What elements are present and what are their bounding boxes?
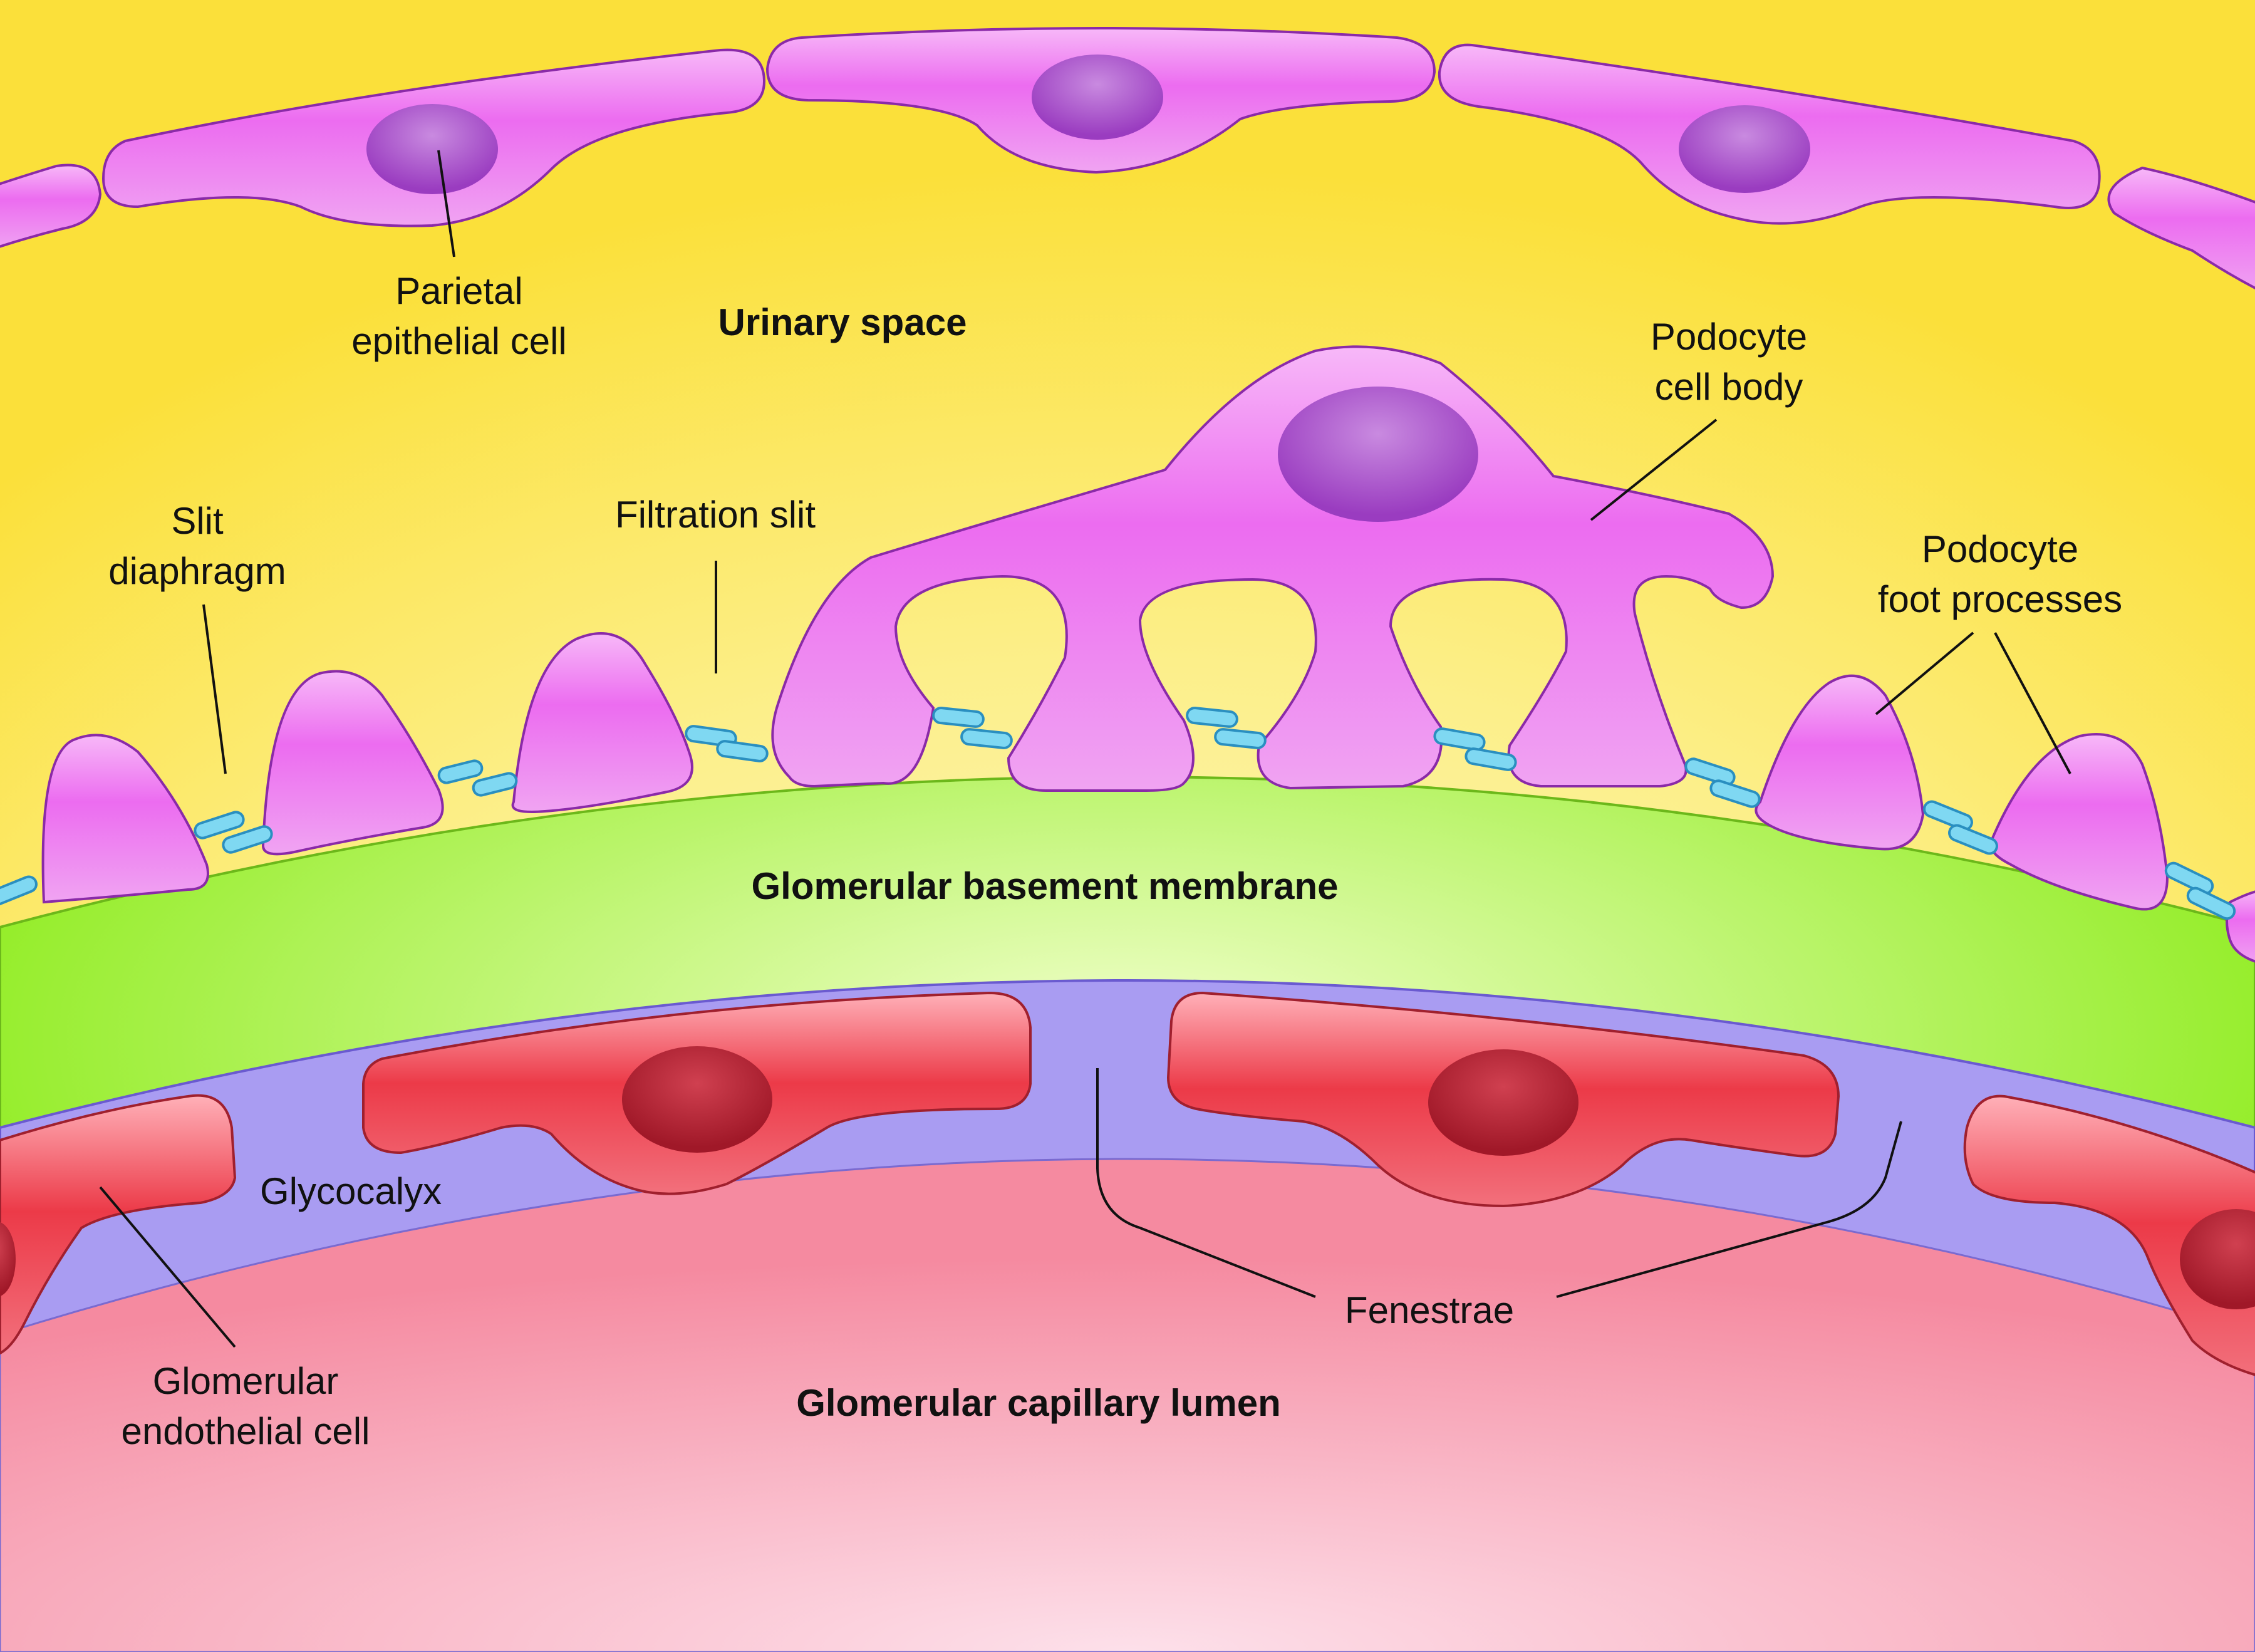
leader-foot-process-a bbox=[1875, 631, 1974, 715]
slit-diaphragm-4b bbox=[960, 728, 1013, 749]
slit-diaphragm-2b bbox=[472, 772, 518, 797]
parietal-cell-right bbox=[2107, 166, 2255, 289]
label-podocyte-body-line2: cell body bbox=[1655, 366, 1803, 408]
label-podocyte-body-line1: Podocyte bbox=[1651, 316, 1807, 358]
slit-diaphragm-7b bbox=[1709, 779, 1761, 808]
label-foot-processes-line1: Podocyte bbox=[1922, 528, 2078, 570]
leader-slit-diaphragm bbox=[202, 604, 227, 774]
label-fenestrae: Fenestrae bbox=[1345, 1289, 1514, 1331]
podocyte-nucleus bbox=[1278, 387, 1478, 522]
parietal-nucleus-1 bbox=[366, 104, 498, 194]
foot-processes bbox=[41, 632, 2255, 963]
foot-process-4 bbox=[1755, 674, 1925, 851]
endothelial-nucleus-2 bbox=[1428, 1049, 1578, 1156]
endothelial-nucleus-1 bbox=[622, 1046, 772, 1153]
label-filtration-slit: Filtration slit bbox=[615, 494, 816, 536]
label-foot-processes-line2: foot processes bbox=[1878, 578, 2122, 620]
slit-diaphragm-4 bbox=[932, 707, 985, 728]
leader-foot-process-b bbox=[1994, 632, 2071, 774]
foot-process-2 bbox=[261, 670, 444, 856]
label-slit-line2: diaphragm bbox=[108, 550, 286, 592]
podocyte bbox=[771, 345, 1775, 792]
slit-diaphragm-8 bbox=[1923, 800, 1973, 831]
slit-diaphragm-3b bbox=[716, 740, 769, 762]
leader-podocyte-body bbox=[1590, 418, 1718, 521]
slit-diaphragm-2 bbox=[437, 759, 484, 784]
leader-lines bbox=[99, 150, 2071, 1348]
foot-process-5 bbox=[1989, 733, 2169, 911]
slit-diaphragm-6 bbox=[1433, 727, 1486, 751]
label-parietal-line2: epithelial cell bbox=[351, 320, 567, 362]
slit-diaphragm-1 bbox=[194, 811, 245, 839]
parietal-cell-left bbox=[0, 164, 102, 248]
slit-diaphragm-8b bbox=[1948, 824, 1998, 855]
endothelial-nucleus-right bbox=[2180, 1209, 2255, 1309]
foot-process-1 bbox=[41, 734, 209, 904]
podocyte-cell-body bbox=[771, 345, 1775, 792]
endothelial-cell-left bbox=[0, 1094, 237, 1355]
leader-fenestrae-b bbox=[1556, 1121, 1902, 1298]
parietal-nucleus-3 bbox=[1679, 105, 1810, 193]
leader-parietal bbox=[437, 150, 455, 257]
label-endothelial-line2: endothelial cell bbox=[122, 1410, 370, 1452]
foot-process-3 bbox=[511, 632, 693, 813]
slit-diaphragm-5b bbox=[1214, 728, 1267, 749]
label-gbm: Glomerular basement membrane bbox=[751, 865, 1338, 907]
slit-diaphragm-9b bbox=[2186, 886, 2236, 920]
parietal-epithelial-layer bbox=[0, 27, 2255, 289]
endothelial-layer bbox=[0, 991, 2255, 1376]
slit-diaphragm-0 bbox=[0, 875, 38, 907]
label-slit-line1: Slit bbox=[171, 500, 224, 542]
label-glycocalyx: Glycocalyx bbox=[260, 1170, 442, 1212]
labels: Urinary space Glomerular basement membra… bbox=[108, 270, 2122, 1452]
slit-diaphragm-5 bbox=[1186, 707, 1238, 728]
slit-diaphragm-7 bbox=[1684, 757, 1736, 786]
slit-diaphragms bbox=[0, 707, 2236, 920]
label-parietal-line1: Parietal bbox=[395, 270, 522, 312]
label-urinary-space: Urinary space bbox=[718, 301, 967, 343]
label-endothelial-line1: Glomerular bbox=[153, 1360, 339, 1402]
leader-endothelial bbox=[99, 1186, 236, 1348]
label-capillary-lumen: Glomerular capillary lumen bbox=[796, 1382, 1281, 1424]
leader-fenestrae-a bbox=[1096, 1068, 1316, 1298]
slit-diaphragm-9 bbox=[2164, 861, 2214, 895]
slit-diaphragm-1b bbox=[222, 825, 273, 854]
parietal-nucleus-2 bbox=[1032, 55, 1163, 140]
slit-diaphragm-6b bbox=[1464, 747, 1517, 771]
capillary-lumen-region bbox=[0, 1158, 2255, 1652]
endothelial-cell-right bbox=[1963, 1094, 2255, 1376]
endothelial-nucleus-left bbox=[0, 1222, 16, 1297]
